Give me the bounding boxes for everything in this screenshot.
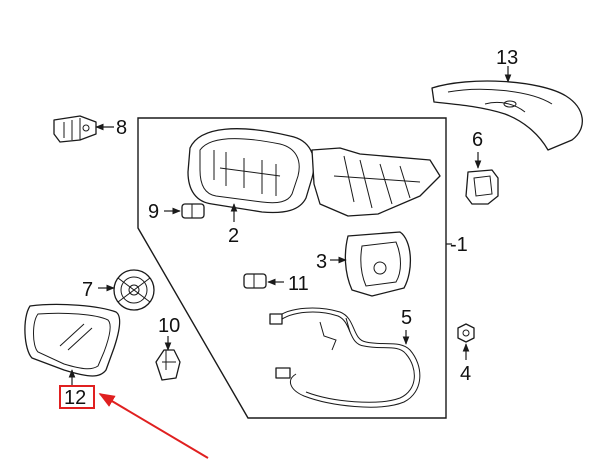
part-9-bulb[interactable] (181, 203, 205, 219)
callout-13: 13 (496, 47, 518, 69)
assembly-boundary (137, 117, 447, 419)
callout-5: 5 (401, 307, 412, 329)
callout-9: 9 (148, 201, 159, 223)
part-4-nut[interactable] (457, 323, 475, 343)
callout-12: 12 (64, 387, 86, 409)
callout-4: 4 (460, 363, 471, 385)
callout-12-highlight-box (59, 385, 95, 409)
part-13-mirror-cover[interactable] (431, 80, 583, 151)
highlight-arrow (98, 393, 209, 459)
callout-10: 10 (158, 315, 180, 337)
part-12-mirror-glass[interactable] (24, 303, 121, 377)
callout-3: 3 (316, 251, 327, 273)
part-10-connector[interactable] (155, 349, 181, 381)
part-7-motor[interactable] (113, 269, 155, 311)
part-8-bracket[interactable] (53, 115, 97, 143)
part-3-signal-lamp[interactable] (344, 231, 412, 297)
callout-6: 6 (472, 129, 483, 151)
callout-7: 7 (82, 279, 93, 301)
part-2-mirror-base[interactable] (187, 128, 441, 217)
callout-2: 2 (228, 225, 239, 247)
callout-11: 11 (288, 273, 309, 295)
part-6-connector[interactable] (465, 169, 499, 205)
callout-1: -1 (450, 234, 468, 256)
callout-8: 8 (116, 117, 127, 139)
part-5-wiring-harness[interactable] (269, 307, 421, 408)
part-11-bulb[interactable] (243, 273, 267, 289)
